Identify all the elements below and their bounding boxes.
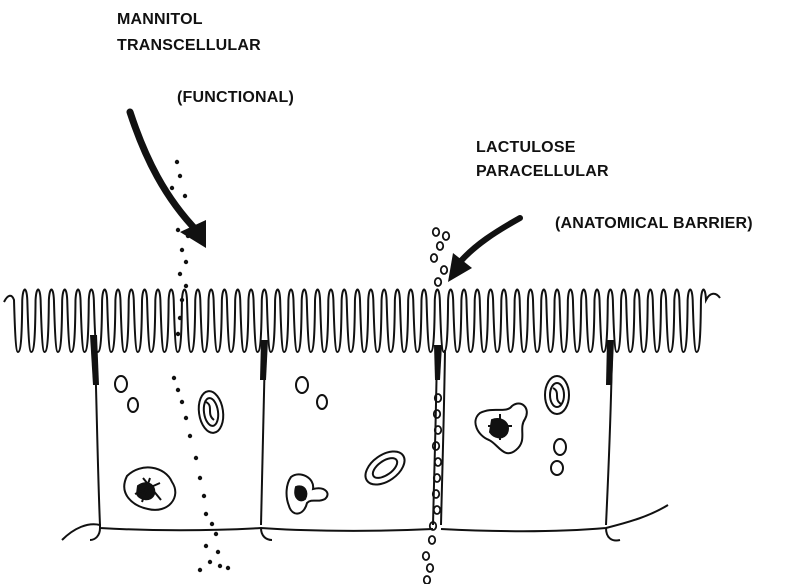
mannitol-particle — [176, 228, 180, 232]
mannitol-particle — [204, 512, 208, 516]
mannitol-particle — [175, 160, 179, 164]
mannitol-particle — [184, 416, 188, 420]
lactulose-particle — [433, 228, 439, 236]
anatomical-barrier-label: (ANATOMICAL BARRIER) — [555, 214, 753, 234]
lactulose-particle — [431, 254, 437, 262]
mitochondrion — [545, 376, 569, 414]
mannitol-particle — [176, 332, 180, 336]
mannitol-particle — [184, 260, 188, 264]
lactulose-particle — [423, 552, 429, 560]
mannitol-particle — [210, 522, 214, 526]
vacuole — [115, 376, 127, 392]
lactulose-particle — [434, 410, 440, 418]
lactulose-particle — [429, 536, 435, 544]
mannitol-particle — [208, 560, 212, 564]
lactulose-particle — [443, 232, 449, 240]
mannitol-particle — [218, 564, 222, 568]
golgi-body — [287, 474, 328, 513]
organelles — [115, 376, 569, 514]
lactulose-particle — [435, 458, 441, 466]
paracellular-label: PARACELLULAR — [476, 162, 609, 182]
mannitol-particle — [180, 298, 184, 302]
mannitol-particle — [178, 272, 182, 276]
tight-junction-4 — [606, 340, 614, 385]
mannitol-particle — [188, 434, 192, 438]
mitochondrion — [360, 445, 411, 492]
mannitol-particle — [170, 186, 174, 190]
mannitol-particle — [176, 388, 180, 392]
mannitol-particle — [226, 566, 230, 570]
tight-junction-1 — [90, 335, 99, 385]
mannitol-particle — [194, 456, 198, 460]
tight-junction-3 — [434, 345, 442, 380]
vacuole — [296, 377, 308, 393]
mannitol-particle — [216, 550, 220, 554]
mannitol-particles — [170, 160, 230, 572]
mitochondrion — [196, 390, 226, 435]
mannitol-particle — [202, 494, 206, 498]
lactulose-arrow — [448, 218, 520, 282]
lactulose-particle — [434, 506, 440, 514]
vacuole — [554, 439, 566, 455]
functional-label: (FUNCTIONAL) — [177, 88, 294, 108]
lactulose-particle — [435, 278, 441, 286]
lactulose-label: LACTULOSE — [476, 138, 576, 158]
cell-wall-3b — [441, 350, 445, 525]
transcellular-label: TRANSCELLULAR — [117, 36, 261, 56]
mannitol-particle — [198, 568, 202, 572]
mannitol-particle — [198, 476, 202, 480]
lactulose-particle — [437, 242, 443, 250]
mannitol-particle — [172, 376, 176, 380]
mannitol-particle — [183, 194, 187, 198]
mannitol-particle — [180, 400, 184, 404]
tight-junction-2 — [260, 340, 268, 380]
golgi-body — [124, 467, 175, 509]
lactulose-particle — [427, 564, 433, 572]
mannitol-label: MANNITOL — [117, 10, 203, 30]
mannitol-particle — [204, 544, 208, 548]
epithelial-cell-walls — [95, 350, 612, 525]
mannitol-particle — [184, 284, 188, 288]
vacuole — [128, 398, 138, 412]
mannitol-particle — [214, 532, 218, 536]
mannitol-particle — [178, 174, 182, 178]
mannitol-particle — [180, 248, 184, 252]
golgi-body — [475, 404, 526, 454]
mannitol-arrow — [130, 112, 206, 248]
vacuole — [551, 461, 563, 475]
vacuole — [317, 395, 327, 409]
mannitol-particle — [178, 316, 182, 320]
lactulose-particle — [424, 576, 430, 584]
lactulose-particle — [441, 266, 447, 274]
